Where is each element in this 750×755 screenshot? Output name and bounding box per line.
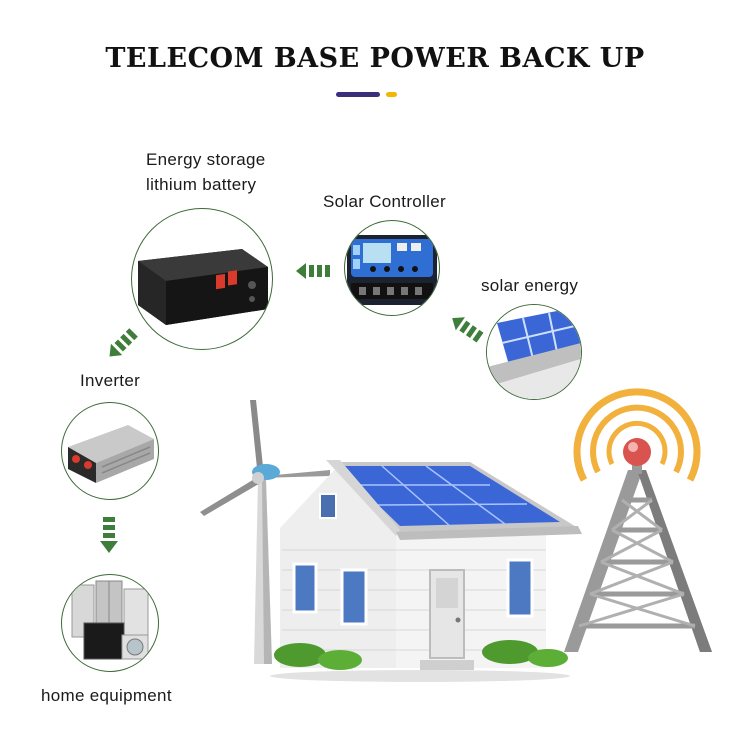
inverter-circle (61, 402, 159, 500)
flow-arrow-icon (452, 317, 484, 343)
battery-label-line1: Energy storage (146, 150, 266, 169)
title-underline-primary (336, 92, 380, 97)
page-title: TELECOM BASE POWER BACK UP (105, 43, 645, 74)
solar-controller-icon (347, 235, 437, 305)
home-appliances-icon (71, 580, 149, 660)
flow-arrow-icon (109, 328, 138, 357)
inverter-icon (68, 425, 154, 483)
flow-arrow-icon (100, 517, 118, 553)
solar-circle (486, 304, 582, 400)
inverter-label: Inverter (80, 371, 141, 390)
solar-panel-icon (487, 305, 581, 399)
battery-label-line2: lithium battery (146, 175, 257, 194)
title-underline-accent (386, 92, 397, 97)
controller-circle (344, 220, 440, 316)
home-circle (61, 574, 159, 672)
solar-label: solar energy (481, 276, 579, 295)
lithium-battery-icon (138, 249, 268, 325)
battery-circle (131, 208, 273, 350)
home-label: home equipment (41, 686, 172, 705)
flow-arrow-icon (296, 263, 330, 279)
controller-label: Solar Controller (323, 192, 446, 211)
